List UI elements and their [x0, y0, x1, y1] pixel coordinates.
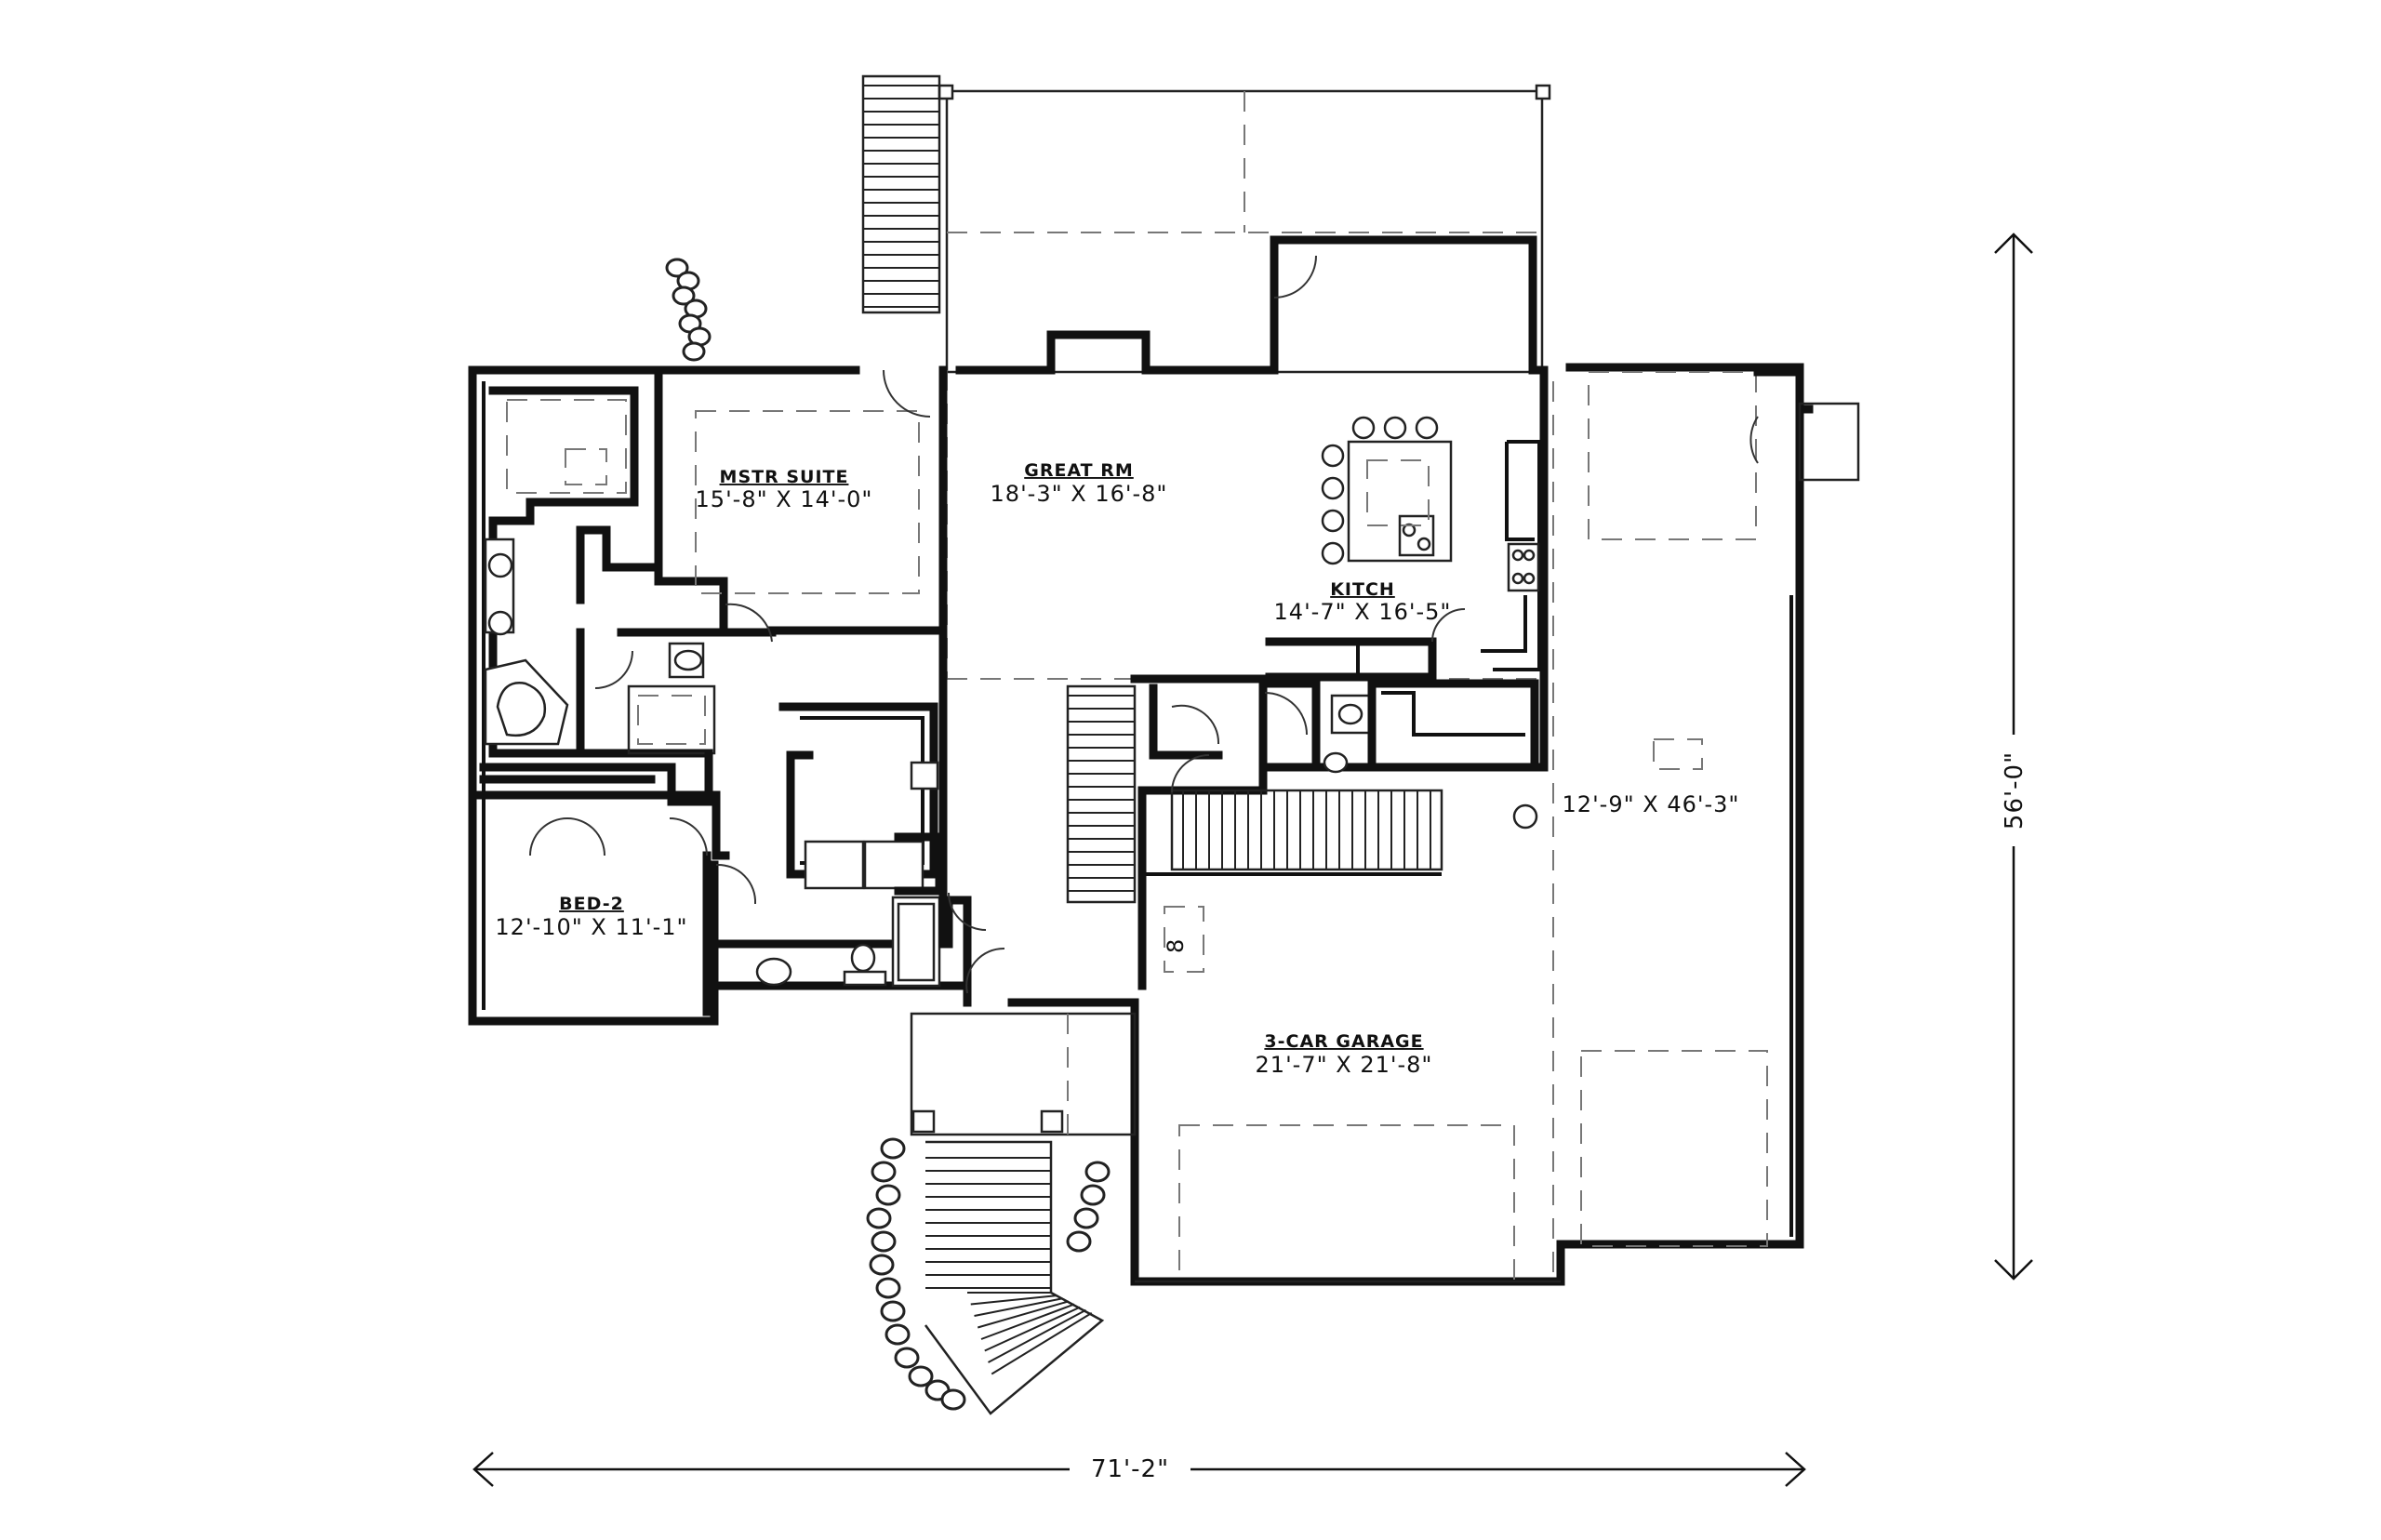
overall-width-label: 71'-2" — [1091, 1455, 1169, 1483]
kitchen — [1260, 416, 1541, 774]
room-dims-side-garage: 12'-9" X 46'-3" — [1563, 791, 1740, 817]
front-entry — [910, 1012, 1137, 1415]
rear-deck-stair — [861, 74, 941, 314]
overall-depth-dimension: 56'-0" — [1994, 232, 2034, 1281]
room-dims-great-rm: 18'-3" X 16'-8" — [991, 481, 1168, 507]
room-labels: MSTR SUITE 15'-8" X 14'-0" GREAT RM 18'-… — [495, 460, 1740, 1078]
room-name-3-car-garage: 3-CAR GARAGE — [1264, 1031, 1423, 1052]
room-dims-mstr-suite: 15'-8" X 14'-0" — [696, 486, 873, 512]
center-core — [479, 702, 972, 990]
room-dims-kitch: 14'-7" X 16'-5" — [1274, 599, 1452, 625]
room-name-bed-2: BED-2 — [559, 894, 624, 914]
master-suite — [484, 365, 948, 758]
rear-deck — [938, 84, 1551, 374]
overall-width-dimension: 71'-2" — [472, 1451, 1806, 1487]
great-room — [938, 365, 1544, 949]
landscape-stones-rear — [665, 258, 712, 362]
room-name-kitch: KITCH — [1330, 579, 1395, 600]
room-dims-bed-2: 12'-10" X 11'-1" — [495, 914, 687, 940]
overall-depth-label: 56'-0" — [2001, 751, 2029, 830]
center-stair: 8 — [1066, 674, 1443, 990]
room-dims-3-car-garage: 21'-7" X 21'-8" — [1256, 1052, 1433, 1078]
room-name-great-rm: GREAT RM — [1024, 460, 1134, 481]
room-name-mstr-suite: MSTR SUITE — [720, 467, 849, 487]
stair-label: 8 — [1163, 938, 1189, 953]
door-swings — [529, 255, 1759, 994]
landscape-stones-front — [866, 1137, 1111, 1411]
bed-2 — [468, 790, 730, 1016]
garage — [1135, 367, 1860, 1283]
exterior-walls — [468, 235, 1804, 1286]
